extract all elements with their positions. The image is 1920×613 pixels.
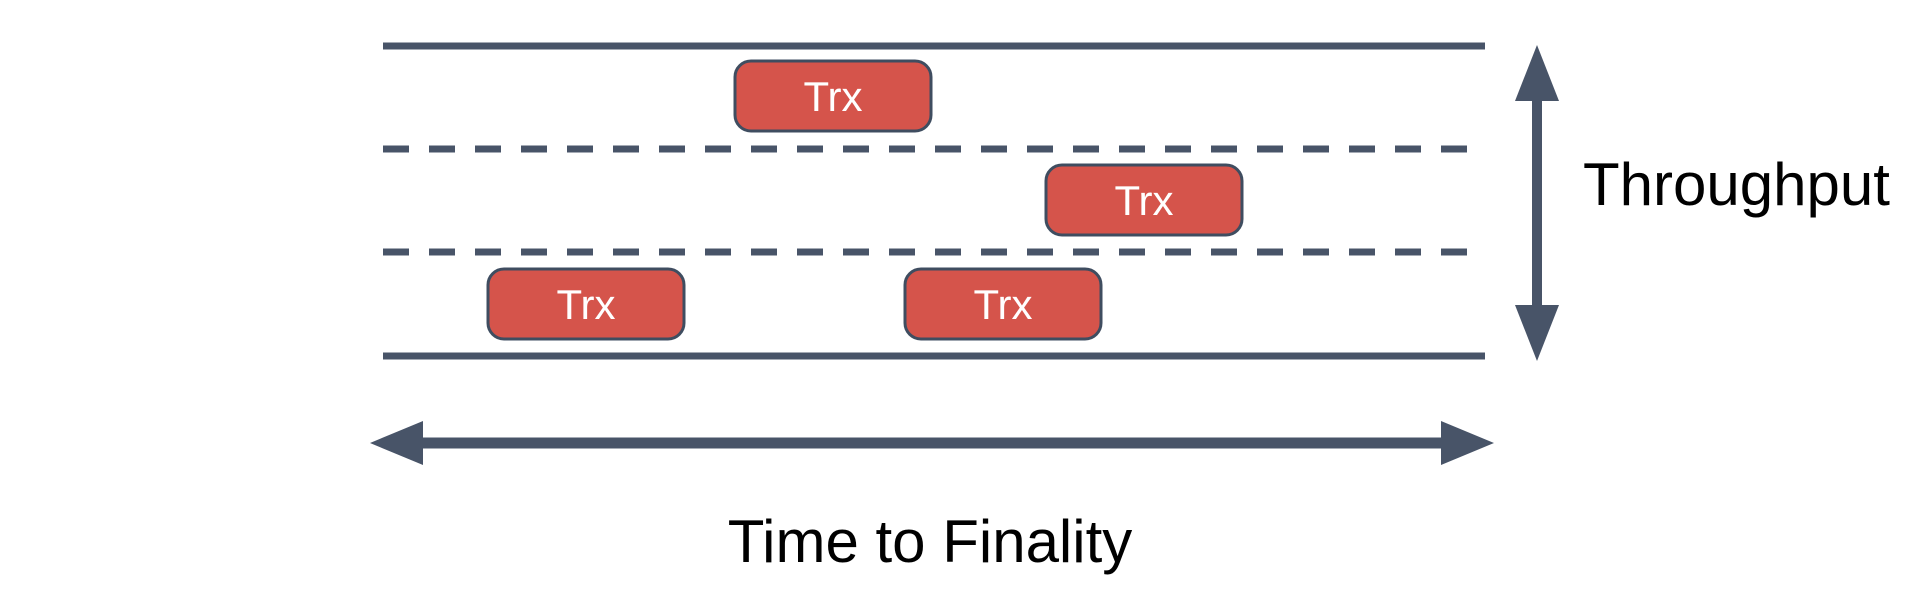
trx-box-rect (1044, 163, 1244, 237)
throughput-arrowhead-top (1515, 45, 1559, 101)
trx-box-label: Trx (803, 73, 862, 120)
trx-box-label: Trx (973, 281, 1032, 328)
trx-box-label: Trx (556, 281, 615, 328)
time-to-finality-arrowhead-right (1441, 421, 1494, 465)
trx-box-middle-lane: Trx (1044, 163, 1244, 237)
throughput-arrowhead-bottom (1515, 305, 1559, 361)
throughput-arrow (1515, 45, 1559, 361)
trx-box-rect (733, 59, 933, 133)
time-to-finality-label: Time to Finality (728, 508, 1133, 575)
trx-box-rect (903, 267, 1103, 341)
time-to-finality-arrow (370, 421, 1494, 465)
trx-box-rect (486, 267, 686, 341)
trx-box-bottom-lane-right: Trx (903, 267, 1103, 341)
road (383, 42, 1485, 360)
throughput-label: Throughput (1583, 151, 1890, 218)
trx-box-label: Trx (1114, 177, 1173, 224)
time-to-finality-arrowhead-left (370, 421, 423, 465)
trx-box-top-lane: Trx (733, 59, 933, 133)
trx-box-bottom-lane-left: Trx (486, 267, 686, 341)
